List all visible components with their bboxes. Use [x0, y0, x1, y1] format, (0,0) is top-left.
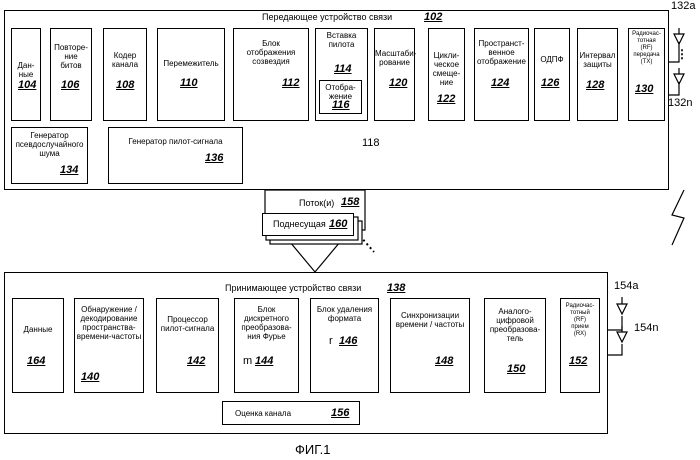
block-pilot-processor: Процессор пилот-сигнала 142 [156, 298, 219, 393]
receiver-ref: 138 [387, 282, 405, 294]
receiver-title: Принимающее устройство связи [225, 284, 361, 293]
block-time-freq-sync: Синхронизации времени / частоты 148 [390, 298, 470, 393]
block-stf-decoding: Обнаружение / декодирование пространства… [74, 298, 144, 393]
block-data-out: Данные 164 [12, 298, 64, 393]
block-adc: Аналого- цифровой преобразова- тель 150 [484, 298, 546, 393]
block-channel-estimation: Оценка канала 156 [222, 401, 360, 425]
block-rf-receive: Радиочас- тотный (RF) прием (RX) 152 [560, 298, 600, 393]
figure-caption: ФИГ.1 [295, 442, 331, 457]
stream-label: Поток(и) [299, 199, 334, 208]
block-format-removal: Блок удаления формата r 146 [310, 298, 379, 393]
stream-ref: 158 [341, 196, 359, 208]
block-dft: Блок дискретного преобразова- ния Фурье … [234, 298, 299, 393]
antenna-154n-label: 154n [634, 322, 658, 334]
subcarrier-box: Поднесущая 160 [262, 213, 354, 236]
antenna-154a-label: 154a [614, 280, 638, 292]
